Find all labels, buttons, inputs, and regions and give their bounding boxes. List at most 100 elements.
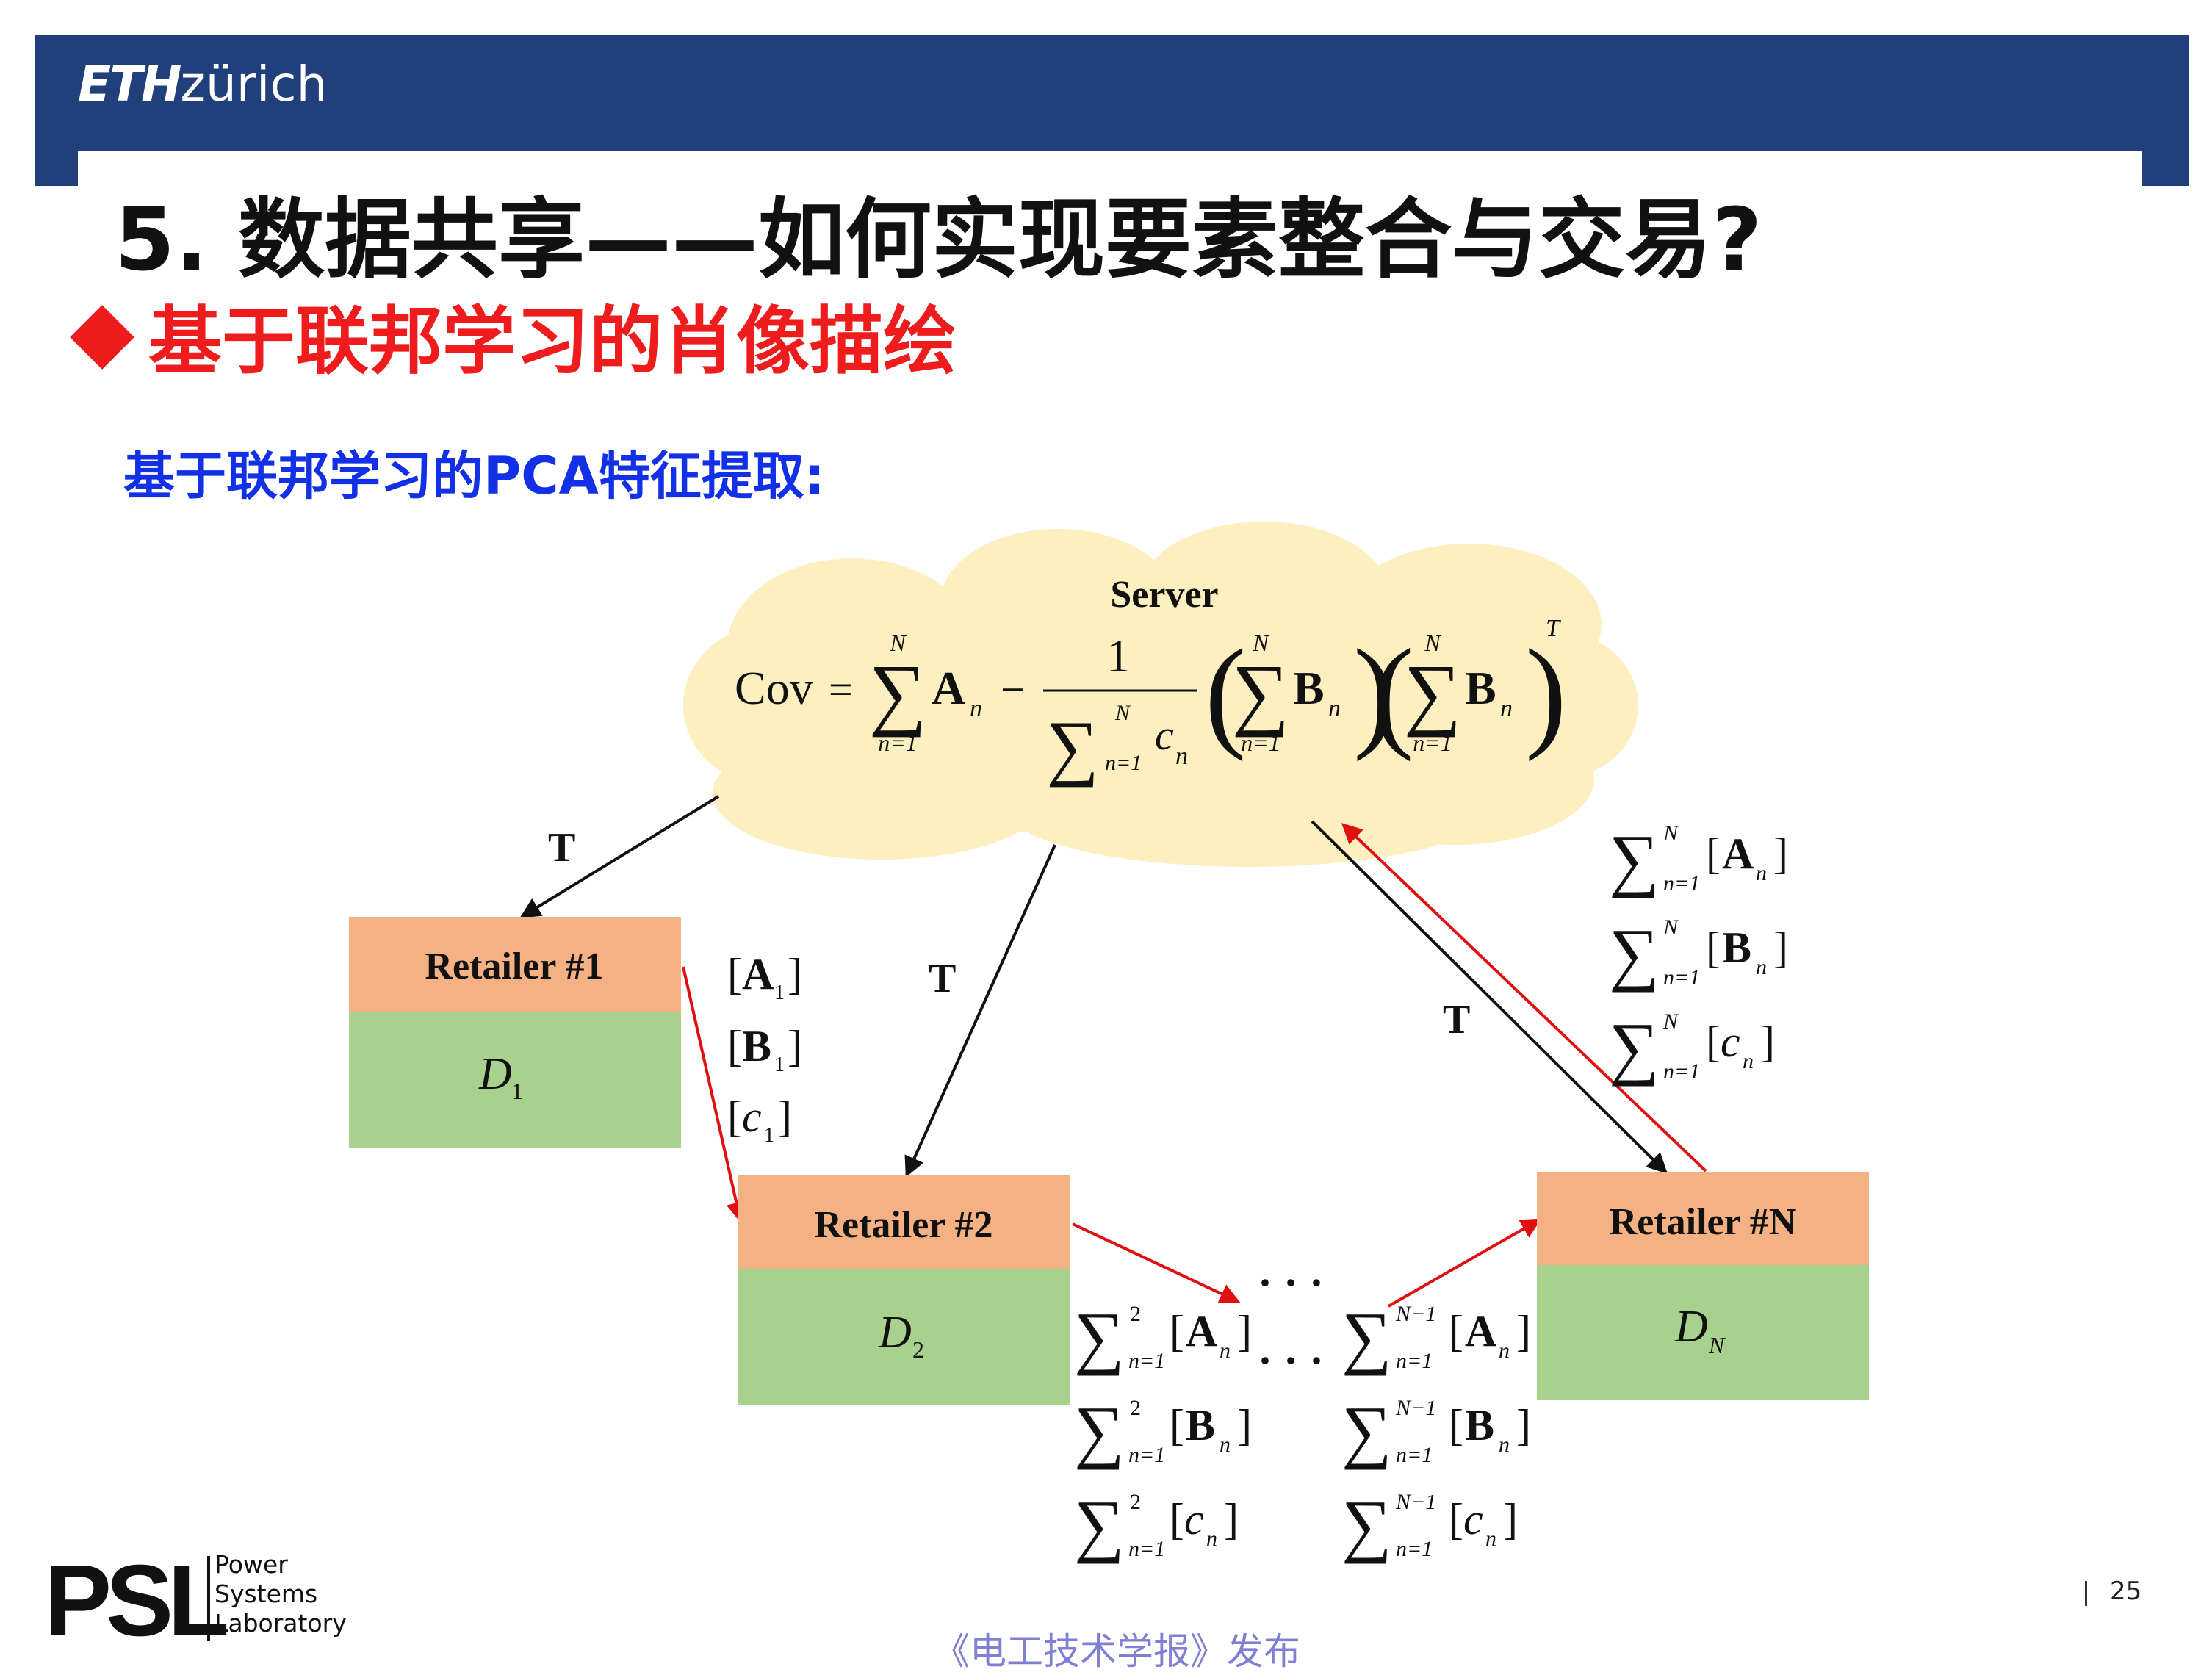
- svg-text:[: [: [1170, 1495, 1184, 1543]
- transpose-mark: T: [1546, 615, 1561, 642]
- page-number: 25: [2110, 1577, 2142, 1606]
- svg-text:[: [: [1170, 1401, 1184, 1449]
- sum2-icon: ∑: [1232, 648, 1289, 738]
- ellipsis-bottom: · · ·: [1258, 1336, 1324, 1385]
- svg-text:B: B: [1465, 1401, 1494, 1449]
- sum-icon: ∑: [1609, 820, 1659, 898]
- arrow-retailerN-to-server: [1341, 823, 1707, 1172]
- svg-text:]: ]: [1760, 1017, 1775, 1066]
- sum1-icon: ∑: [869, 648, 926, 738]
- paren-open-b2: (: [1372, 624, 1414, 762]
- svg-text:]: ]: [1773, 923, 1788, 972]
- psl-logo-letters: PSL: [44, 1544, 229, 1657]
- svg-text:[: [: [1706, 923, 1721, 972]
- paren-close-b2: ): [1525, 624, 1567, 762]
- page-number-divider: [2085, 1581, 2087, 1606]
- sum-icon: ∑: [1609, 1008, 1659, 1087]
- svg-text:n=1: n=1: [1396, 1443, 1433, 1467]
- retailer-2-name: Retailer #2: [814, 1204, 992, 1246]
- svg-text:A: A: [1465, 1307, 1496, 1355]
- psl-divider: [207, 1556, 210, 1641]
- retailer-n-data: D: [1674, 1302, 1708, 1352]
- term-a-sub: n: [970, 695, 982, 722]
- server-cloud: [683, 522, 1638, 867]
- svg-text:]: ]: [1503, 1495, 1518, 1543]
- r1-stat-a: A: [742, 950, 774, 998]
- svg-text:]: ]: [1237, 1401, 1252, 1449]
- term-c-sub: n: [1175, 743, 1188, 770]
- arrow-prev-to-retailerN: [1388, 1218, 1542, 1308]
- retailer-n-minus-1-stats: ∑ N−1 n=1 [ A n ] ∑ N−1 n=1 [ B n ] ∑ N−…: [1341, 1297, 1531, 1564]
- subtitle: 基于联邦学习的肖像描绘: [148, 298, 957, 384]
- sum2-lower: n=1: [1241, 730, 1280, 756]
- svg-text:]: ]: [1237, 1307, 1252, 1355]
- svg-text:c: c: [1721, 1017, 1740, 1066]
- denominator-sum-upper: N: [1114, 701, 1131, 725]
- retailer-1-box: Retailer #1 D 1: [349, 917, 681, 1148]
- term-a: A: [932, 662, 965, 714]
- svg-text:]: ]: [1516, 1401, 1531, 1449]
- svg-text:]: ]: [788, 1022, 802, 1070]
- paren-open-b1: (: [1205, 624, 1247, 762]
- sum-icon: ∑: [1074, 1391, 1124, 1470]
- retailer-1-data-sub: 1: [511, 1078, 523, 1104]
- svg-text:n=1: n=1: [1663, 965, 1700, 990]
- term-b2-sub: n: [1500, 695, 1513, 722]
- svg-text:]: ]: [777, 1092, 792, 1141]
- publisher-credit: 《电工技术学报》发布: [933, 1630, 1300, 1673]
- sum1-upper: N: [889, 630, 907, 656]
- svg-text:[: [: [727, 950, 742, 998]
- svg-text:N−1: N−1: [1395, 1302, 1436, 1326]
- sum-icon: ∑: [1609, 914, 1659, 993]
- sum-icon: ∑: [1341, 1297, 1391, 1376]
- r1-stat-b: B: [742, 1022, 771, 1070]
- svg-text:]: ]: [1516, 1307, 1531, 1355]
- svg-text:2: 2: [1130, 1490, 1141, 1514]
- svg-text:A: A: [1722, 829, 1754, 878]
- svg-text:n: n: [1220, 1433, 1231, 1457]
- retailer-1-data: D: [478, 1049, 512, 1099]
- equals-sign: =: [829, 666, 853, 713]
- retailer-n-data-sub: N: [1708, 1332, 1726, 1358]
- sum3-upper: N: [1424, 630, 1441, 656]
- svg-text:[: [: [727, 1092, 742, 1141]
- transfer-label-n: T: [1443, 997, 1470, 1042]
- section-heading: 基于联邦学习的PCA特征提取:: [123, 446, 825, 506]
- svg-text:1: 1: [764, 1124, 774, 1147]
- svg-text:n: n: [1499, 1339, 1510, 1363]
- covariance-formula: Cov = N ∑ n=1 A n − 1 ∑ N n=1 c n ( N ∑ …: [735, 615, 1567, 788]
- sum3-icon: ∑: [1404, 648, 1461, 738]
- sum-icon: ∑: [1074, 1297, 1124, 1376]
- svg-text:N: N: [1662, 1009, 1679, 1034]
- psl-line-3: Laboratory: [215, 1609, 347, 1638]
- paren-close-b1: ): [1353, 624, 1395, 762]
- svg-text:n: n: [1206, 1527, 1217, 1551]
- svg-text:[: [: [727, 1022, 742, 1070]
- cov-text: Cov: [735, 662, 813, 714]
- svg-text:n: n: [1485, 1527, 1496, 1551]
- svg-text:]: ]: [1224, 1495, 1239, 1543]
- svg-text:1: 1: [774, 981, 785, 1004]
- svg-text:[: [: [1449, 1495, 1463, 1543]
- svg-text:n=1: n=1: [1396, 1537, 1433, 1561]
- svg-text:n=1: n=1: [1128, 1537, 1165, 1561]
- psl-lab-name: Power Systems Laboratory: [215, 1550, 347, 1638]
- svg-text:2: 2: [1130, 1396, 1141, 1420]
- subtitle-row: 基于联邦学习的肖像描绘: [63, 301, 957, 382]
- retailer-n-box: Retailer #N D N: [1537, 1172, 1869, 1400]
- term-b1-sub: n: [1328, 695, 1341, 722]
- psl-line-1: Power: [215, 1550, 288, 1579]
- arrow-server-to-retailer2: [904, 844, 1056, 1178]
- svg-text:n: n: [1756, 955, 1767, 979]
- fraction-numerator: 1: [1106, 630, 1130, 682]
- svg-text:n: n: [1756, 861, 1767, 885]
- transfer-label-2: T: [929, 956, 956, 1001]
- retailer-2-data-sub: 2: [912, 1336, 924, 1363]
- page-title: 5. 数据共享——如何实现要素整合与交易?: [115, 189, 1762, 290]
- svg-text:N−1: N−1: [1395, 1490, 1436, 1514]
- svg-text:N: N: [1662, 821, 1679, 846]
- ellipsis-top: · · ·: [1258, 1258, 1324, 1307]
- denominator-sum-lower: n=1: [1105, 751, 1142, 775]
- eth-zurich-logo: ETHzürich: [78, 56, 328, 112]
- svg-text:]: ]: [788, 950, 802, 998]
